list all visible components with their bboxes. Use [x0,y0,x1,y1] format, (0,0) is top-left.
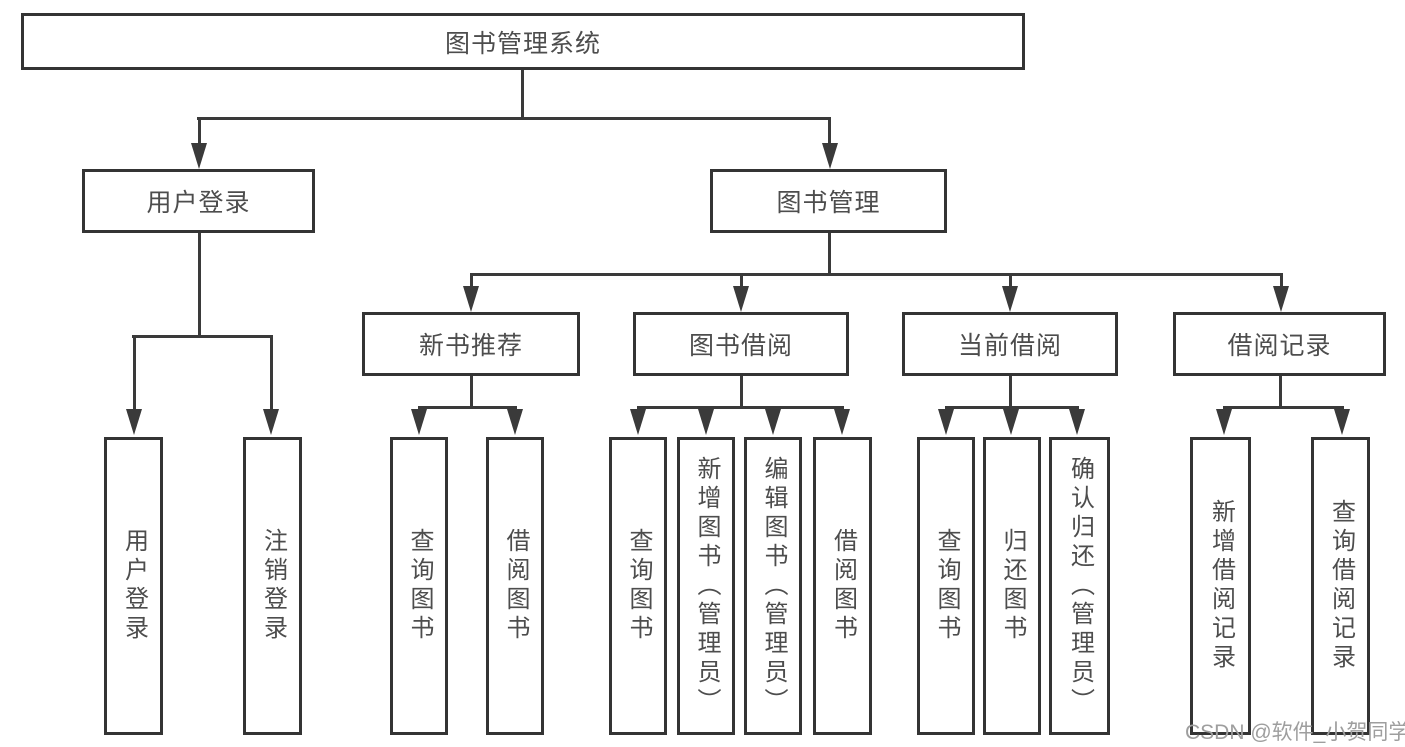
connector-drop-book-borrow [740,273,743,289]
node-leaf-return-books: 归还图书 [983,437,1041,735]
connector-drop-book-mgmt [828,117,831,144]
node-leaf-add-borrow-record: 新增借阅记录 [1190,437,1251,735]
connector-book-borrow-rail [637,406,844,409]
connector-borrow-records-stem [1279,376,1282,409]
node-borrow-records: 借阅记录 [1173,312,1386,376]
arrowhead-confirm-return-admin [1069,409,1085,435]
connector-book-borrow-stem [740,376,743,409]
arrowhead-borrow-books [834,409,850,435]
arrowhead-borrow-books-rec [507,409,523,435]
arrowhead-user-login-leaf [126,409,142,435]
node-new-book-recommendation: 新书推荐 [362,312,580,376]
node-leaf-borrow-books: 借阅图书 [813,437,872,735]
node-user-login: 用户登录 [82,169,315,233]
connector-new-book-rec-rail [418,406,517,409]
connector-drop-borrow-records [1280,273,1283,289]
node-leaf-query-books-current: 查询图书 [917,437,975,735]
arrowhead-book-mgmt [822,143,838,169]
connector-new-book-rec-stem [470,376,473,409]
node-leaf-borrow-books-rec: 借阅图书 [486,437,544,735]
connector-drop-current-borrow [1009,273,1012,289]
arrowhead-query-books-current [938,409,954,435]
arrowhead-query-books-rec [411,409,427,435]
arrowhead-query-borrow-record [1334,409,1350,435]
arrowhead-current-borrow [1002,286,1018,312]
connector-book-mgmt-stem [828,233,831,276]
node-current-borrowing: 当前借阅 [902,312,1118,376]
node-book-borrowing: 图书借阅 [633,312,849,376]
connector-current-borrow-rail [945,406,1079,409]
arrowhead-borrow-records [1273,286,1289,312]
connector-user-login-rail [132,335,273,338]
connector-user-login-stem [198,233,201,338]
arrowhead-add-books-admin [698,409,714,435]
arrowhead-new-book-rec [463,286,479,312]
node-leaf-query-books-rec: 查询图书 [390,437,448,735]
csdn-watermark: CSDN @软件_小贺同学 [1185,721,1405,744]
arrowhead-edit-books-admin [765,409,781,435]
arrowhead-return-books [1003,409,1019,435]
connector-current-borrow-stem [1009,376,1012,409]
node-leaf-user-login: 用户登录 [104,437,163,735]
connector-level1-rail [197,117,831,120]
arrowhead-logout [263,409,279,435]
node-book-management: 图书管理 [710,169,947,233]
arrowhead-book-borrow [733,286,749,312]
node-leaf-logout: 注销登录 [243,437,302,735]
connector-drop-user-login-leaf [133,335,136,410]
node-leaf-query-books-borrow: 查询图书 [609,437,667,735]
connector-level2-rail [470,273,1282,276]
connector-drop-logout [270,335,273,410]
node-leaf-add-books-admin: 新增图书（管理员） [677,437,735,735]
node-leaf-query-borrow-record: 查询借阅记录 [1311,437,1370,735]
node-leaf-edit-books-admin: 编辑图书（管理员） [744,437,802,735]
arrowhead-query-books-borrow [630,409,646,435]
connector-borrow-records-rail [1223,406,1344,409]
connector-drop-user-login [198,117,201,144]
connector-drop-new-book-rec [470,273,473,289]
node-leaf-confirm-return-admin: 确认归还（管理员） [1049,437,1110,735]
node-library-management-system: 图书管理系统 [21,13,1025,70]
arrowhead-add-borrow-record [1216,409,1232,435]
connector-root-stem [521,70,524,117]
arrowhead-user-login [191,143,207,169]
